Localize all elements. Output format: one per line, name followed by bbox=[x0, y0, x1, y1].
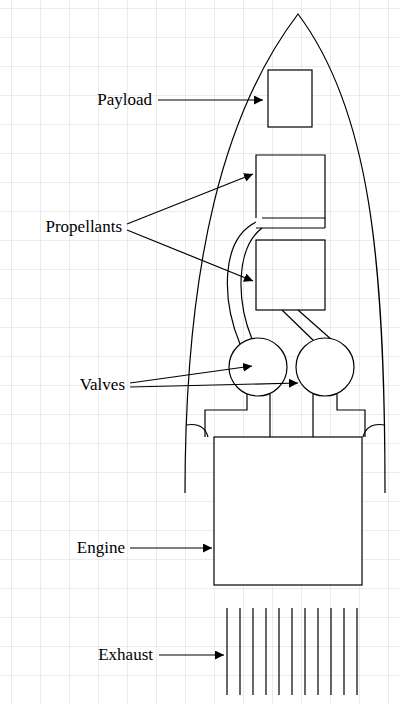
part-label: Engine bbox=[77, 538, 125, 558]
leader-arrow bbox=[127, 230, 253, 281]
feed-pipe bbox=[282, 310, 332, 341]
exhaust-line bbox=[239, 608, 240, 695]
part-label: Propellants bbox=[46, 217, 123, 237]
tank-wall bbox=[324, 218, 325, 228]
leader-arrow bbox=[130, 383, 298, 387]
part-label: Payload bbox=[97, 90, 152, 110]
propellant-tank bbox=[256, 240, 325, 310]
rocket-body bbox=[185, 14, 385, 493]
exhaust-line bbox=[304, 608, 305, 695]
exhaust-lines bbox=[227, 608, 357, 695]
leader-arrow bbox=[130, 547, 212, 548]
body-joint bbox=[186, 425, 385, 438]
feed-pipe bbox=[241, 228, 262, 339]
exhaust-line bbox=[252, 608, 253, 695]
leader-arrow bbox=[130, 366, 252, 383]
exhaust-line bbox=[343, 608, 344, 695]
part-label: Exhaust bbox=[98, 645, 153, 665]
leader-arrow bbox=[127, 174, 253, 224]
exhaust-line bbox=[356, 608, 357, 695]
leader-arrow bbox=[159, 654, 224, 655]
valve-circle bbox=[229, 338, 287, 396]
part-label: Valves bbox=[80, 375, 125, 395]
exhaust-line bbox=[226, 608, 227, 695]
valve-circle bbox=[296, 338, 354, 396]
exhaust-line bbox=[317, 608, 318, 695]
exhaust-line bbox=[265, 608, 266, 695]
payload-box bbox=[268, 70, 312, 127]
exhaust-line bbox=[278, 608, 279, 695]
engine-feed bbox=[205, 394, 365, 437]
exhaust-line bbox=[291, 608, 292, 695]
propellant-tank bbox=[256, 155, 325, 228]
leader-arrow bbox=[158, 99, 263, 100]
exhaust-line bbox=[330, 608, 331, 695]
engine-box bbox=[214, 437, 362, 585]
